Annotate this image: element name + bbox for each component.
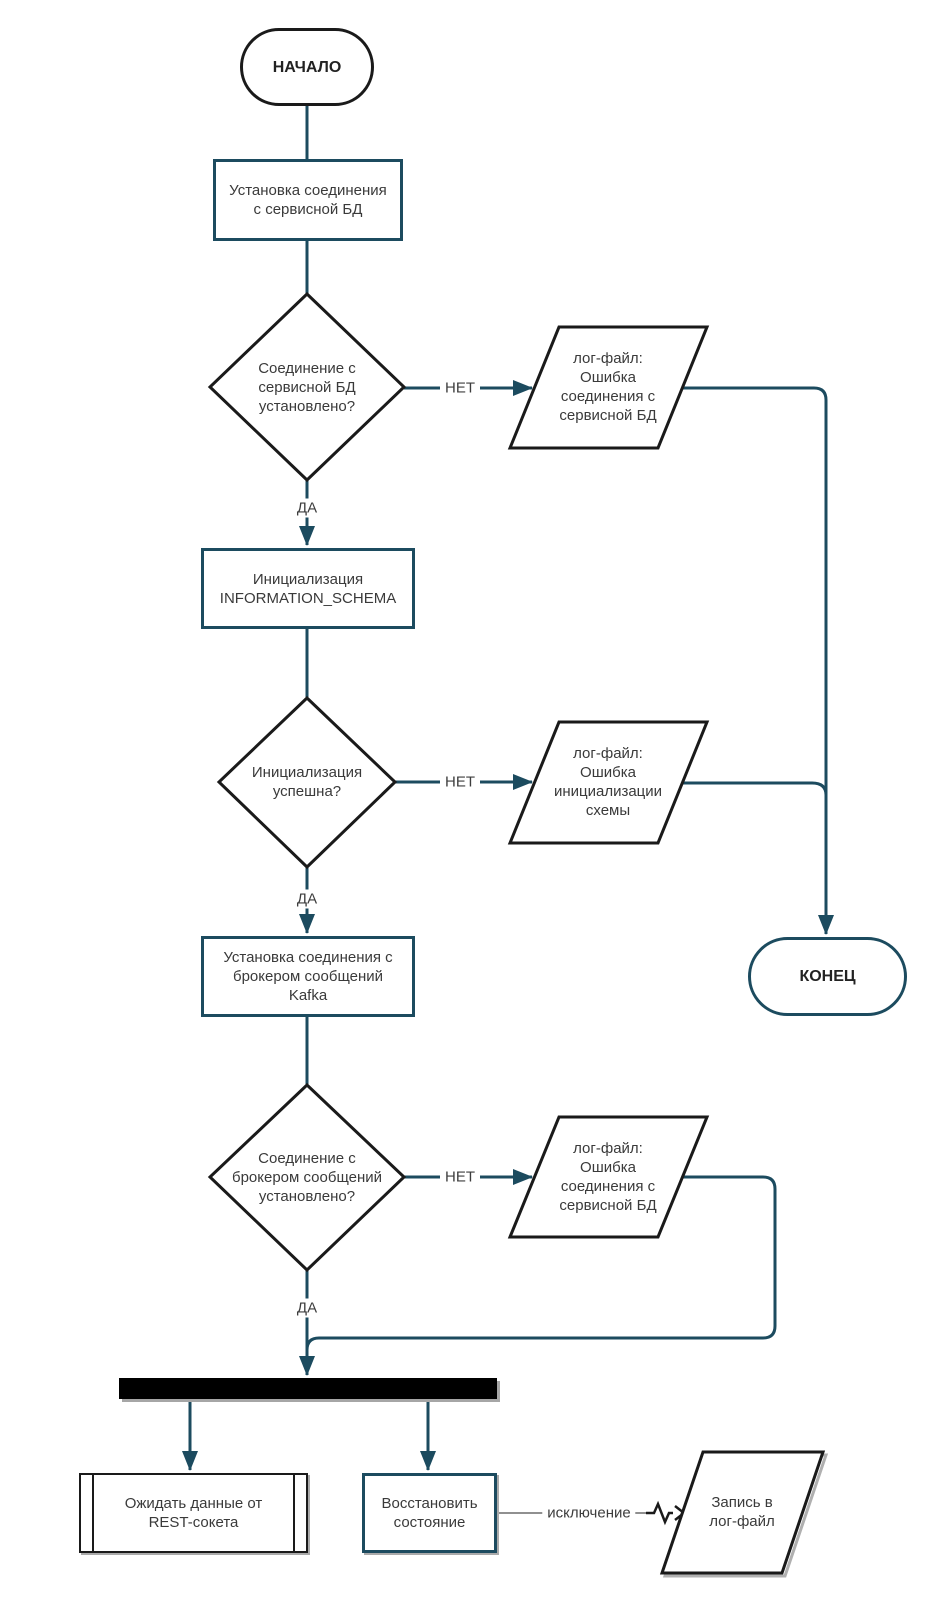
process-connect-service-db-label: Установка соединения с сервисной БД: [229, 182, 387, 218]
terminal-end: КОНЕЦ: [748, 937, 907, 1016]
decision-d2-label: Инициализация успешна?: [251, 764, 363, 800]
process-restore-state: Восстановить состояние: [362, 1473, 497, 1553]
edge-log2-end-merge: [683, 781, 828, 796]
process-connect-service-db: Установка соединения с сервисной БД: [213, 159, 403, 241]
edge-log3-fork-loop: [305, 1175, 777, 1351]
decision-shape-d3: [207, 1082, 407, 1273]
edge-log1-end: [682, 386, 834, 935]
process-init-schema-label: Инициализация INFORMATION_SCHEMA: [219, 570, 397, 607]
fork-bar: [119, 1378, 497, 1399]
data-shape-log2: [507, 720, 710, 845]
data-log3-label: лог-файл: Ошибка соединения с сервисной …: [559, 1140, 657, 1214]
predefined-wait-rest-label: Ожидать данные от REST-сокета: [124, 1495, 263, 1531]
zigzag-interrupt-icon: [646, 1500, 673, 1526]
edge-label-no-1: НЕТ: [440, 378, 480, 398]
terminal-start: НАЧАЛО: [240, 28, 374, 106]
decision-shape-d1: [207, 291, 407, 483]
edge-label-yes-1: ДА: [291, 498, 323, 518]
terminal-start-label: НАЧАЛО: [272, 58, 342, 76]
data-log1-label: лог-файл: Ошибка соединения с сервисной …: [559, 350, 657, 424]
edge-label-yes-3: ДА: [291, 1298, 323, 1318]
edge-label-no-3: НЕТ: [440, 1167, 480, 1187]
process-init-schema: Инициализация INFORMATION_SCHEMA: [201, 548, 415, 629]
edge-label-exception: исключение: [542, 1503, 636, 1523]
data-shape-log1: [507, 325, 710, 450]
data-shape-log4: [659, 1450, 826, 1575]
edge-label-no-2: НЕТ: [440, 772, 480, 792]
terminal-end-label: КОНЕЦ: [799, 968, 856, 985]
process-connect-kafka-label: Установка соединения с брокером сообщени…: [223, 949, 393, 1004]
predefined-wait-rest: Ожидать данные от REST-сокета: [79, 1473, 308, 1553]
data-shape-log3: [507, 1115, 710, 1239]
data-log2-label: лог-файл: Ошибка инициализации схемы: [553, 745, 663, 819]
edge-label-yes-2: ДА: [291, 889, 323, 909]
process-restore-state-label: Восстановить состояние: [381, 1495, 478, 1531]
process-connect-kafka: Установка соединения с брокером сообщени…: [201, 936, 415, 1017]
decision-d1-label: Соединение с сервисной БД установлено?: [258, 359, 356, 415]
decision-d3-label: Соединение с брокером сообщений установл…: [231, 1149, 382, 1205]
decision-shape-d2: [216, 695, 398, 870]
predefined-left-bar: [92, 1475, 94, 1551]
predefined-right-bar: [293, 1475, 295, 1551]
data-log4-label: Запись в лог-файл: [709, 1494, 775, 1530]
